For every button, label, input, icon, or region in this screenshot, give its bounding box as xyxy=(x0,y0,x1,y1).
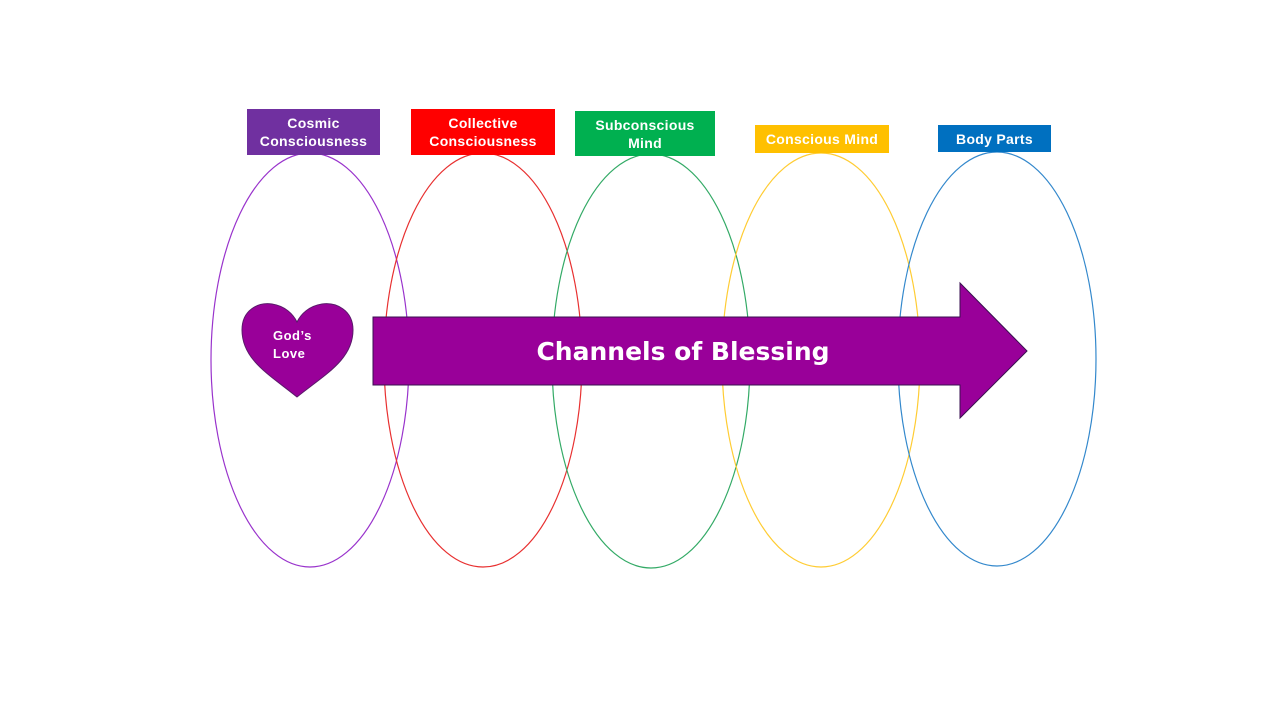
stage-label-text: Conscious Mind xyxy=(765,131,879,147)
stage-label-text: Collective Consciousness xyxy=(429,115,537,149)
stage-label-conscious: Conscious Mind xyxy=(755,125,889,153)
stage-label-text: Subconscious Mind xyxy=(595,116,695,151)
gods-love-label: God’s Love xyxy=(273,328,312,361)
stage-label-collective: Collective Consciousness xyxy=(411,109,555,155)
channels-arrow xyxy=(372,281,1028,420)
stage-label-text: Cosmic Consciousness xyxy=(259,115,368,149)
stage-label-text: Body Parts xyxy=(956,130,1033,147)
stage-label-body: Body Parts xyxy=(938,125,1051,152)
stage-label-cosmic: Cosmic Consciousness xyxy=(247,109,380,155)
arrow-label: Channels of Blessing xyxy=(536,336,830,366)
stage-label-subconscious: Subconscious Mind xyxy=(575,111,715,156)
gods-love-heart xyxy=(241,303,354,398)
